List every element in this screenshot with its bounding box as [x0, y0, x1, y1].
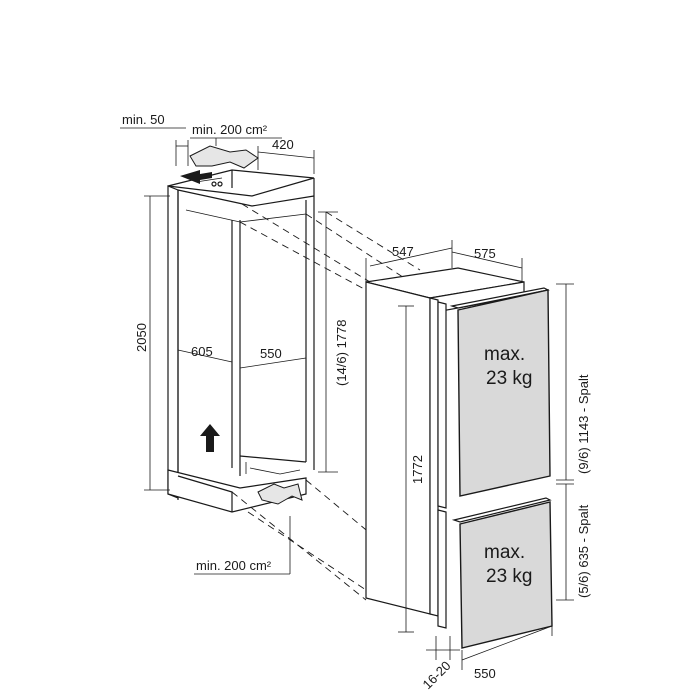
upper-gap-label: (9/6) 1143 - Spalt [576, 374, 591, 474]
dimension-420: 420 [257, 137, 315, 174]
lower-load-line1: max. [484, 542, 525, 563]
dimension-605: 605 [177, 344, 233, 363]
lower-load-line2: 23 kg [486, 566, 532, 587]
dimension-1778: (14/6) 1778 [318, 211, 349, 473]
width-605-label: 605 [191, 344, 213, 359]
dimension-547: 547 [365, 240, 453, 282]
vent-bottom-label: min. 200 cm² [196, 558, 272, 573]
lower-gap-label: (5/6) 635 - Spalt [576, 504, 591, 598]
min50-label: min. 50 [122, 112, 165, 127]
depth-547-label: 547 [392, 244, 414, 259]
dimension-min50: min. 50 [120, 112, 189, 166]
dimension-vent-bottom: min. 200 cm² [194, 516, 291, 575]
dimension-550-niche: 550 [239, 346, 307, 369]
door-width-label: 550 [474, 666, 496, 681]
niche-cabinet [167, 169, 315, 513]
dimension-1143: (9/6) 1143 - Spalt [556, 283, 591, 481]
airflow-arrow-icon [257, 483, 303, 505]
upper-load-line1: max. [484, 344, 525, 365]
lower-door-panel: max. 23 kg [451, 497, 553, 649]
appliance-body [365, 267, 525, 629]
inner-height-1778-label: (14/6) 1778 [334, 320, 349, 387]
upper-load-line2: 23 kg [486, 368, 532, 389]
dimension-635: (5/6) 635 - Spalt [556, 483, 591, 601]
dimension-16-20: 16-20 [420, 636, 460, 692]
dimension-575: 575 [451, 246, 523, 282]
height-2050-label: 2050 [134, 323, 149, 352]
dimension-550-door: 550 [461, 618, 553, 681]
depth-420-label: 420 [272, 137, 294, 152]
depth-550-label: 550 [260, 346, 282, 361]
vent-top-label: min. 200 cm² [192, 122, 268, 137]
height-1772-label: 1772 [410, 455, 425, 484]
width-575-label: 575 [474, 246, 496, 261]
up-arrow-icon [200, 424, 220, 452]
dimension-2050: 2050 [134, 195, 170, 491]
dimension-1772: 1772 [398, 305, 425, 633]
airflow-arrow-icon [180, 145, 259, 184]
upper-door-panel: max. 23 kg [449, 287, 551, 497]
dimension-vent-top: min. 200 cm² [190, 122, 282, 146]
plinth-label: 16-20 [420, 658, 454, 692]
